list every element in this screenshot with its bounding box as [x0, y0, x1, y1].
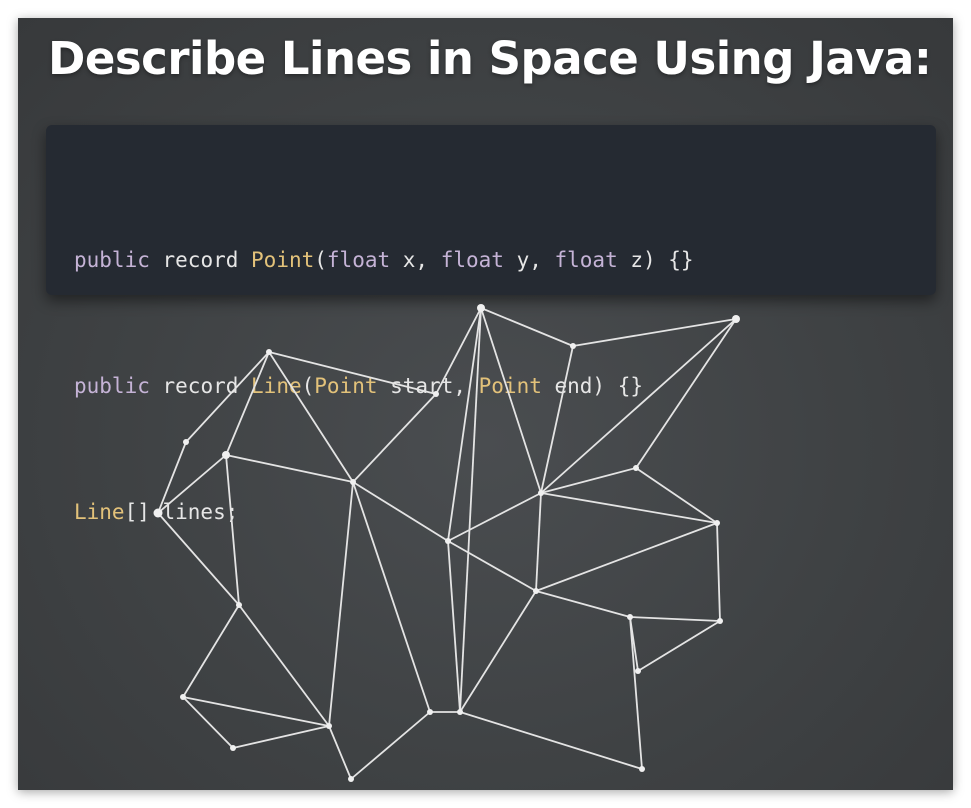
code-token: float [326, 248, 391, 272]
code-token: Line [251, 374, 302, 398]
mesh-point [533, 588, 539, 594]
code-token: float [554, 248, 618, 272]
code-token: Point [251, 248, 315, 272]
mesh-point [350, 479, 356, 485]
code-token: y, [503, 248, 555, 272]
mesh-line [535, 492, 542, 592]
mesh-point [326, 723, 332, 729]
mesh-line [352, 481, 449, 542]
mesh-line [540, 318, 737, 494]
mesh-line [268, 351, 437, 395]
mesh-line [535, 522, 718, 592]
code-token: x, [390, 248, 441, 272]
mesh-line [629, 616, 643, 770]
mesh-line [459, 590, 537, 713]
code-lines: public record Point(float x, float y, fl… [74, 155, 694, 617]
mesh-point [639, 766, 645, 772]
mesh-line [268, 351, 354, 483]
mesh-point [732, 315, 740, 323]
mesh-line [459, 307, 482, 713]
mesh-point [477, 304, 485, 312]
mesh-line [352, 393, 437, 483]
mesh-line [232, 725, 330, 749]
mesh-point [222, 451, 230, 459]
mesh-line [480, 307, 574, 347]
code-token: [] lines; [124, 500, 239, 524]
mesh-line [447, 540, 537, 592]
code-block: public record Point(float x, float y, fl… [46, 125, 936, 524]
code-token: Point [478, 374, 542, 398]
mesh-line [352, 481, 431, 713]
mesh-line [157, 512, 240, 606]
mesh-point [348, 776, 354, 782]
slide: Describe Lines in Space Using Java: publ… [18, 18, 953, 790]
mesh-point [714, 520, 720, 526]
code-token: public [74, 248, 150, 272]
code-line-3: Line[] lines; [74, 491, 694, 533]
mesh-line [157, 441, 187, 514]
mesh-point [427, 709, 433, 715]
mesh-line [435, 307, 482, 395]
code-token: public [74, 374, 150, 398]
mesh-line [629, 616, 721, 622]
code-line-1: public record Point(float x, float y, fl… [74, 239, 694, 281]
code-token: z) {} [617, 248, 694, 272]
mesh-line [459, 711, 643, 770]
mesh-point [266, 349, 272, 355]
mesh-line [157, 454, 227, 514]
mesh-line [185, 351, 270, 443]
mesh-line [447, 492, 542, 542]
mesh-line [328, 725, 352, 780]
mesh-line [225, 454, 240, 606]
code-token: ( [314, 248, 327, 272]
mesh-point [230, 745, 236, 751]
mesh-point [236, 602, 242, 608]
mesh-line [182, 604, 240, 698]
mesh-point [180, 694, 186, 700]
mesh-point [433, 391, 439, 397]
mesh-line [447, 307, 482, 542]
code-token: float [440, 248, 504, 272]
mesh-point [153, 508, 163, 518]
mesh-line [540, 492, 718, 524]
mesh-line [716, 522, 721, 622]
mesh-point [538, 490, 544, 496]
mesh-line [480, 307, 542, 494]
line-mesh-illustration [153, 304, 740, 782]
mesh-line [635, 467, 718, 524]
mesh-line [238, 604, 330, 727]
mesh-line [635, 318, 737, 469]
mesh-line [182, 696, 330, 727]
code-line-2: public record Line(Point start, Point en… [74, 365, 694, 407]
code-token: ( [301, 374, 315, 398]
mesh-line [535, 590, 631, 618]
mesh-point [445, 538, 451, 544]
mesh-line [540, 345, 574, 494]
mesh-point [183, 439, 189, 445]
code-token: Line [74, 500, 125, 524]
mesh-line [572, 318, 737, 347]
mesh-line [637, 620, 721, 672]
mesh-line [182, 696, 234, 749]
mesh-point [635, 668, 641, 674]
mesh-point [570, 343, 576, 349]
code-token: record [162, 248, 239, 272]
mesh-line [540, 467, 637, 494]
mesh-line [328, 481, 354, 727]
mesh-point [717, 618, 723, 624]
mesh-point [457, 709, 463, 715]
mesh-line [225, 454, 354, 483]
mesh-line [225, 351, 270, 456]
code-token: record [162, 374, 239, 398]
mesh-line [350, 711, 431, 780]
slide-title: Describe Lines in Space Using Java: [48, 32, 932, 85]
mesh-point [627, 614, 633, 620]
mesh-point [633, 465, 639, 471]
code-token: Point [314, 374, 378, 398]
mesh-line [447, 540, 461, 713]
